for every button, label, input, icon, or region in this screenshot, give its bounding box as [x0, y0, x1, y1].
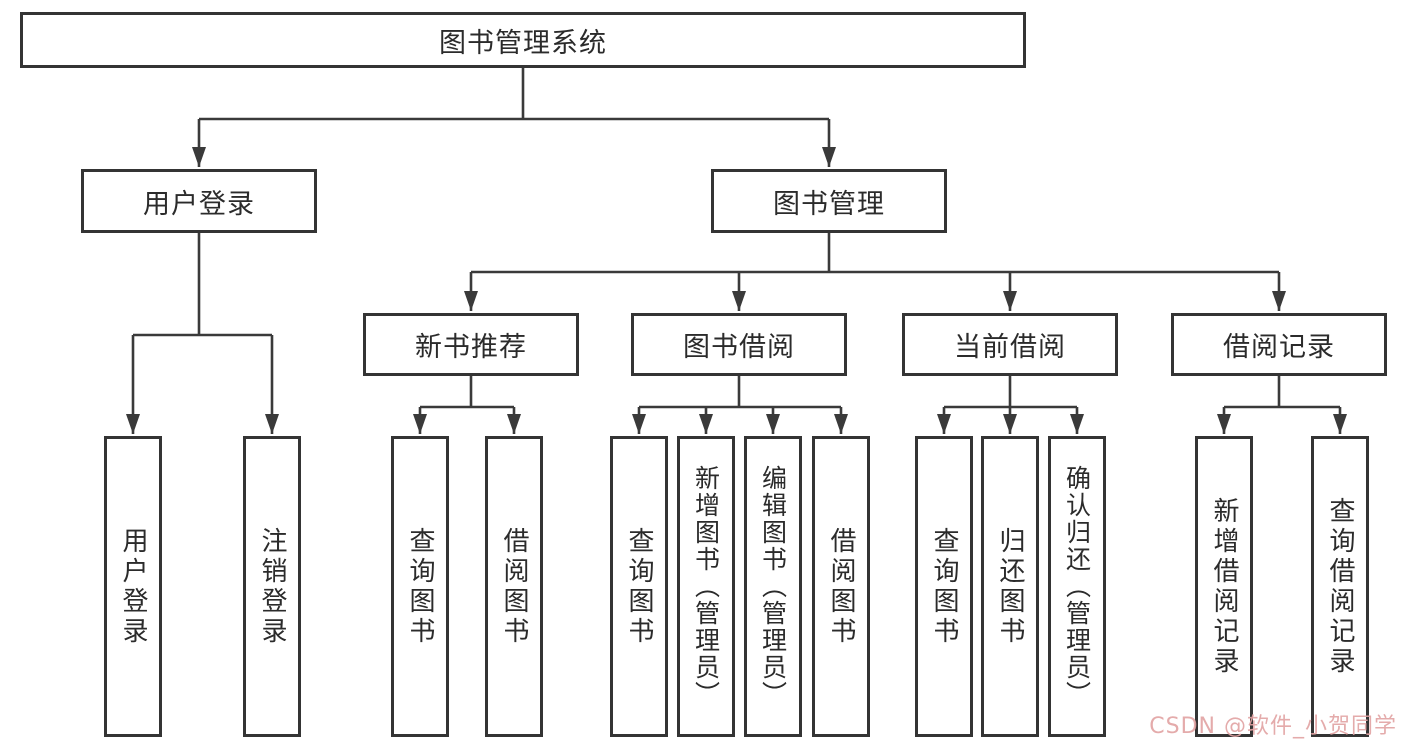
leaf-add-books-admin: 新增图书（管理员）	[677, 436, 735, 737]
node-user-login: 用户登录	[81, 169, 317, 233]
leaf-borrow-books-borrow: 借阅图书	[812, 436, 870, 737]
leaf-borrow-books-borrow-label: 借阅图书	[826, 526, 856, 647]
node-book-management: 图书管理	[711, 169, 947, 233]
leaf-query-books-borrow: 查询图书	[610, 436, 668, 737]
leaf-add-books-admin-label: 新增图书（管理员）	[691, 465, 721, 708]
leaf-query-books-recommend-label: 查询图书	[405, 526, 435, 647]
node-current-borrow: 当前借阅	[902, 313, 1118, 376]
leaf-user-login: 用户登录	[104, 436, 162, 737]
leaf-return-books-label: 归还图书	[995, 526, 1025, 647]
watermark: CSDN @软件_小贺同学	[1149, 714, 1397, 739]
leaf-query-borrow-record-label: 查询借阅记录	[1325, 496, 1355, 677]
leaf-query-books-borrow-label: 查询图书	[624, 526, 654, 647]
leaf-borrow-books-recommend-label: 借阅图书	[499, 526, 529, 647]
leaf-confirm-return-admin-label: 确认归还（管理员）	[1062, 465, 1092, 708]
leaf-borrow-books-recommend: 借阅图书	[485, 436, 543, 737]
leaf-query-books-current: 查询图书	[915, 436, 973, 737]
leaf-edit-books-admin-label: 编辑图书（管理员）	[758, 465, 788, 708]
leaf-query-books-recommend: 查询图书	[391, 436, 449, 737]
leaf-logout-login-label: 注销登录	[257, 526, 287, 647]
node-root: 图书管理系统	[20, 12, 1026, 68]
node-borrow-records: 借阅记录	[1171, 313, 1387, 376]
leaf-user-login-label: 用户登录	[118, 526, 148, 647]
leaf-add-borrow-record-label: 新增借阅记录	[1209, 496, 1239, 677]
leaf-query-books-current-label: 查询图书	[929, 526, 959, 647]
leaf-logout-login: 注销登录	[243, 436, 301, 737]
leaf-return-books: 归还图书	[981, 436, 1039, 737]
leaf-edit-books-admin: 编辑图书（管理员）	[744, 436, 802, 737]
leaf-query-borrow-record: 查询借阅记录	[1311, 436, 1369, 737]
node-book-borrow: 图书借阅	[631, 313, 847, 376]
leaf-confirm-return-admin: 确认归还（管理员）	[1048, 436, 1106, 737]
node-new-book-recommend: 新书推荐	[363, 313, 579, 376]
leaf-add-borrow-record: 新增借阅记录	[1195, 436, 1253, 737]
